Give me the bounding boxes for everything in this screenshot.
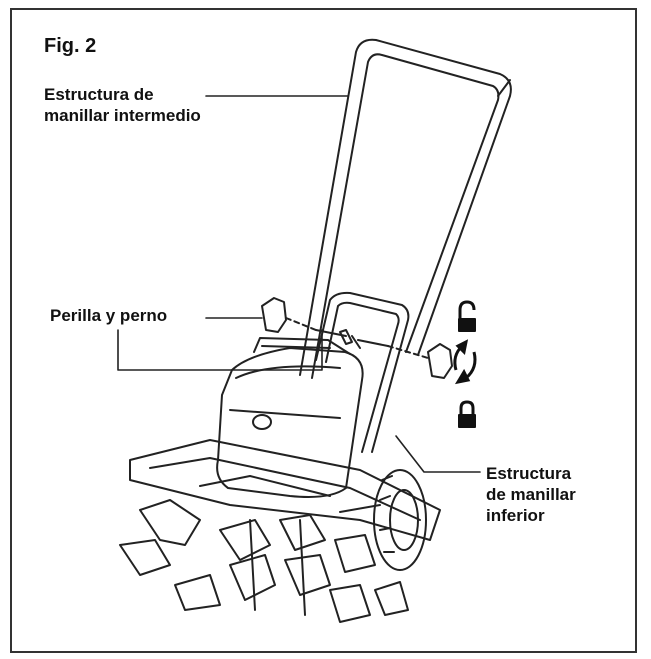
bolt-icon: [315, 329, 353, 345]
rotate-arrows-icon: [453, 339, 477, 385]
label-lower-handle: Estructura de manillar inferior: [486, 463, 576, 526]
label-knob-bolt: Perilla y perno: [50, 306, 168, 325]
label-middle-handle-line-1: Estructura de: [44, 85, 154, 104]
label-lower-handle-line-1: Estructura: [486, 464, 572, 483]
label-lower-handle-line-3: inferior: [486, 506, 545, 525]
knob-left-icon: [261, 297, 287, 333]
label-lower-handle-line-2: de manillar: [486, 485, 576, 504]
knob-right-icon: [427, 343, 453, 379]
brand-logo-icon: [252, 414, 272, 430]
label-middle-handle-line-2: manillar intermedio: [44, 106, 201, 125]
middle-handle-frame: [299, 38, 512, 376]
wheel: [373, 469, 427, 571]
figure-title: Fig. 2: [44, 35, 97, 57]
lock-closed-icon: [458, 400, 476, 428]
tine-shield: [129, 439, 441, 541]
lock-open-icon: [458, 300, 476, 332]
leader-lower: [395, 435, 481, 473]
label-middle-handle: Estructura de manillar intermedio: [44, 84, 201, 126]
tines: [139, 499, 201, 546]
lower-handle-frame: [315, 291, 410, 453]
